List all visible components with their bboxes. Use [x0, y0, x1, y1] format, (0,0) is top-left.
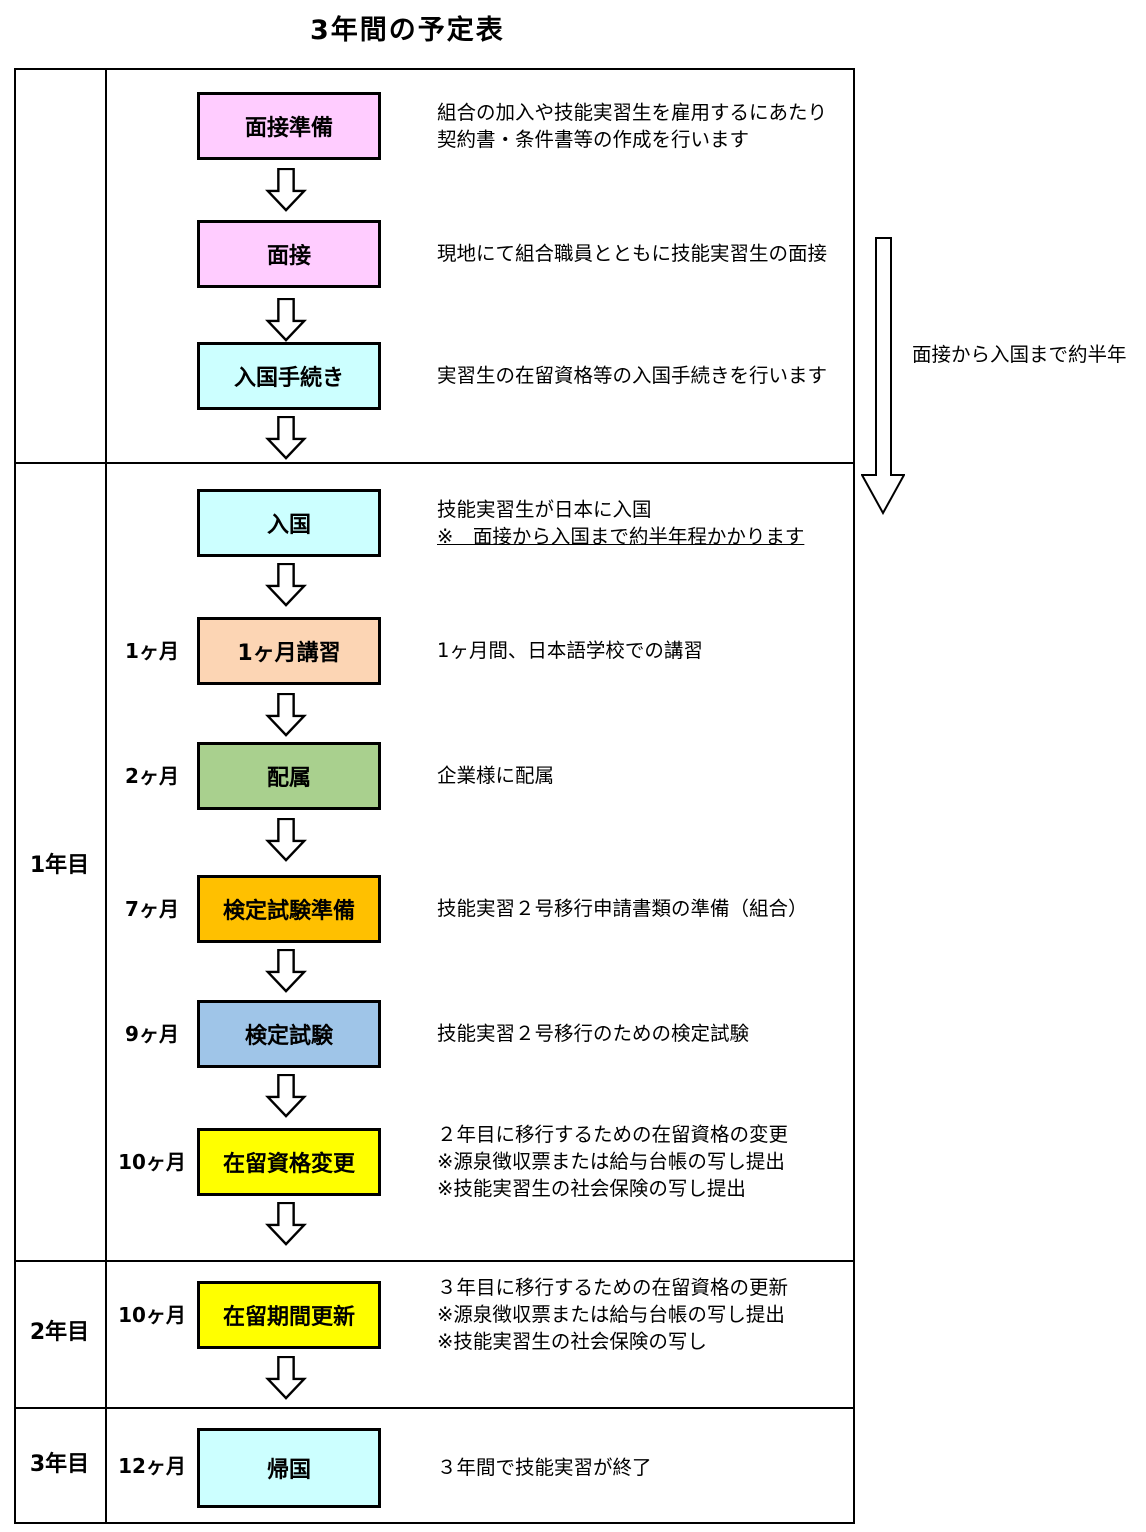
- down-arrow-icon: [265, 1202, 307, 1246]
- step-desc-line: 技能実習２号移行申請書類の準備（組合）: [437, 897, 808, 920]
- step-desc-line: ３年目に移行するための在留資格の更新: [437, 1276, 789, 1299]
- month-label-9: 9ヶ月: [125, 1022, 179, 1046]
- row-divider-3: [14, 1407, 855, 1409]
- step-desc-training-course: 1ヶ月間、日本語学校での講習: [437, 637, 703, 664]
- step-box-entry: 入国: [197, 489, 381, 557]
- row-divider-2: [14, 1260, 855, 1262]
- step-desc-exam-prep: 技能実習２号移行申請書類の準備（組合）: [437, 895, 808, 922]
- month-label-10b: 10ヶ月: [118, 1303, 186, 1327]
- timespan-note: 面接から入国まで約半年: [912, 343, 1127, 366]
- down-arrow-icon: [265, 949, 307, 993]
- step-desc-interview: 現地にて組合職員とともに技能実習生の面接: [437, 240, 827, 267]
- step-box-training-course: 1ヶ月講習: [197, 617, 381, 685]
- step-box-assignment: 配属: [197, 742, 381, 810]
- row-divider-1: [14, 462, 855, 464]
- step-desc-line: 技能実習２号移行のための検定試験: [437, 1022, 750, 1045]
- step-box-period-renewal: 在留期間更新: [197, 1281, 381, 1349]
- step-desc-line: 技能実習生が日本に入国: [437, 498, 652, 521]
- step-desc-status-change: ２年目に移行するための在留資格の変更 ※源泉徴収票または給与台帳の写し提出 ※技…: [437, 1121, 788, 1202]
- step-desc-line: 1ヶ月間、日本語学校での講習: [437, 639, 703, 662]
- step-desc-line: 契約書・条件書等の作成を行います: [437, 128, 750, 151]
- step-desc-entry-procedure: 実習生の在留資格等の入国手続きを行います: [437, 362, 827, 389]
- year-label-2: 2年目: [29, 1320, 90, 1345]
- step-desc-line: ※技能実習生の社会保険の写し提出: [437, 1177, 746, 1200]
- step-desc-note-line: ※ 面接から入国まで約半年程かかります: [437, 525, 805, 548]
- step-box-return-home: 帰国: [197, 1428, 381, 1508]
- step-desc-exam: 技能実習２号移行のための検定試験: [437, 1020, 749, 1047]
- down-arrow-icon: [265, 298, 307, 342]
- step-desc-line: ※源泉徴収票または給与台帳の写し提出: [437, 1303, 785, 1326]
- down-arrow-icon: [265, 168, 307, 212]
- step-desc-entry: 技能実習生が日本に入国 ※ 面接から入国まで約半年程かかります: [437, 496, 804, 550]
- step-desc-line: ※技能実習生の社会保険の写し: [437, 1330, 707, 1353]
- step-box-interview: 面接: [197, 220, 381, 288]
- down-arrow-icon: [265, 563, 307, 607]
- step-desc-interview-prep: 組合の加入や技能実習生を雇用するにあたり 契約書・条件書等の作成を行います: [437, 99, 827, 153]
- down-arrow-icon: [265, 1356, 307, 1400]
- step-box-interview-prep: 面接準備: [197, 92, 381, 160]
- step-desc-line: 現地にて組合職員とともに技能実習生の面接: [437, 242, 828, 265]
- step-desc-line: 組合の加入や技能実習生を雇用するにあたり: [437, 101, 828, 124]
- step-desc-line: 企業様に配属: [437, 764, 555, 787]
- month-label-10a: 10ヶ月: [118, 1150, 186, 1174]
- step-desc-return-home: ３年間で技能実習が終了: [437, 1454, 652, 1481]
- table-outer-border: [14, 68, 855, 1524]
- down-arrow-icon: [265, 416, 307, 460]
- down-arrow-icon: [265, 818, 307, 862]
- month-label-12: 12ヶ月: [118, 1454, 186, 1478]
- step-box-status-change: 在留資格変更: [197, 1128, 381, 1196]
- page-title: 3年間の予定表: [310, 15, 505, 46]
- step-desc-line: 実習生の在留資格等の入国手続きを行います: [437, 364, 828, 387]
- step-desc-line: ２年目に移行するための在留資格の変更: [437, 1123, 789, 1146]
- down-arrow-icon: [265, 1074, 307, 1118]
- step-desc-line: ３年間で技能実習が終了: [437, 1456, 652, 1479]
- table-column-divider: [105, 68, 107, 1524]
- step-box-exam-prep: 検定試験準備: [197, 875, 381, 943]
- month-label-7: 7ヶ月: [125, 897, 179, 921]
- month-label-2: 2ヶ月: [125, 764, 179, 788]
- month-label-1: 1ヶ月: [125, 639, 179, 663]
- year-label-1: 1年目: [29, 853, 90, 878]
- year-label-3: 3年目: [29, 1452, 90, 1477]
- step-box-entry-procedure: 入国手続き: [197, 342, 381, 410]
- step-box-exam: 検定試験: [197, 1000, 381, 1068]
- step-desc-period-renewal: ３年目に移行するための在留資格の更新 ※源泉徴収票または給与台帳の写し提出 ※技…: [437, 1274, 788, 1355]
- down-arrow-icon: [265, 693, 307, 737]
- step-desc-assignment: 企業様に配属: [437, 762, 554, 789]
- timespan-arrow-icon: [861, 237, 905, 515]
- step-desc-line: ※源泉徴収票または給与台帳の写し提出: [437, 1150, 785, 1173]
